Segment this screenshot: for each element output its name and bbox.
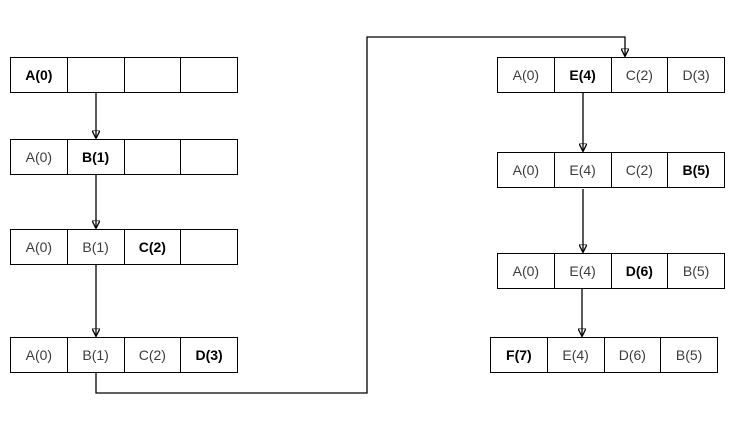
array-cell: B(1) — [66, 230, 124, 264]
array-cell: D(3) — [180, 338, 237, 372]
array-cell: E(4) — [553, 254, 611, 288]
array-cell: E(4) — [546, 338, 604, 372]
array-cell: C(2) — [123, 230, 181, 264]
array-cell: E(4) — [553, 58, 611, 92]
array-cell: D(3) — [667, 58, 724, 92]
array-cell: E(4) — [553, 153, 611, 187]
array-state-1: A(0) — [10, 57, 238, 93]
array-cell — [123, 58, 181, 92]
array-cell: D(6) — [610, 254, 668, 288]
array-state-5: A(0) E(4)C(2)D(3) — [497, 57, 725, 93]
array-cell: B(1) — [66, 338, 124, 372]
array-cell: A(0) — [512, 67, 540, 83]
array-state-3: A(0) B(1)C(2) — [10, 229, 238, 265]
array-cell — [66, 58, 124, 92]
array-cell: A(0) — [25, 239, 53, 255]
array-cell: A(0) — [25, 347, 53, 363]
array-cell: B(5) — [667, 153, 724, 187]
array-cell: B(5) — [667, 254, 724, 288]
array-state-8: F(7) E(4)D(6)B(5) — [490, 337, 718, 373]
array-cell — [180, 140, 237, 174]
array-cell: D(6) — [603, 338, 661, 372]
array-cell — [180, 58, 237, 92]
array-state-6: A(0) E(4)C(2)B(5) — [497, 152, 725, 188]
array-cell: A(0) — [512, 162, 540, 178]
array-cell: C(2) — [610, 58, 668, 92]
array-cell: A(0) — [25, 67, 53, 83]
array-cell: A(0) — [25, 149, 53, 165]
array-cell — [180, 230, 237, 264]
array-state-7: A(0) E(4)D(6)B(5) — [497, 253, 725, 289]
array-cell — [123, 140, 181, 174]
array-cell: B(1) — [66, 140, 124, 174]
array-cell: F(7) — [506, 347, 532, 363]
array-state-4: A(0) B(1)C(2)D(3) — [10, 337, 238, 373]
array-cell: A(0) — [512, 263, 540, 279]
array-state-2: A(0) B(1) — [10, 139, 238, 175]
array-cell: B(5) — [660, 338, 717, 372]
array-cell: C(2) — [123, 338, 181, 372]
array-cell: C(2) — [610, 153, 668, 187]
